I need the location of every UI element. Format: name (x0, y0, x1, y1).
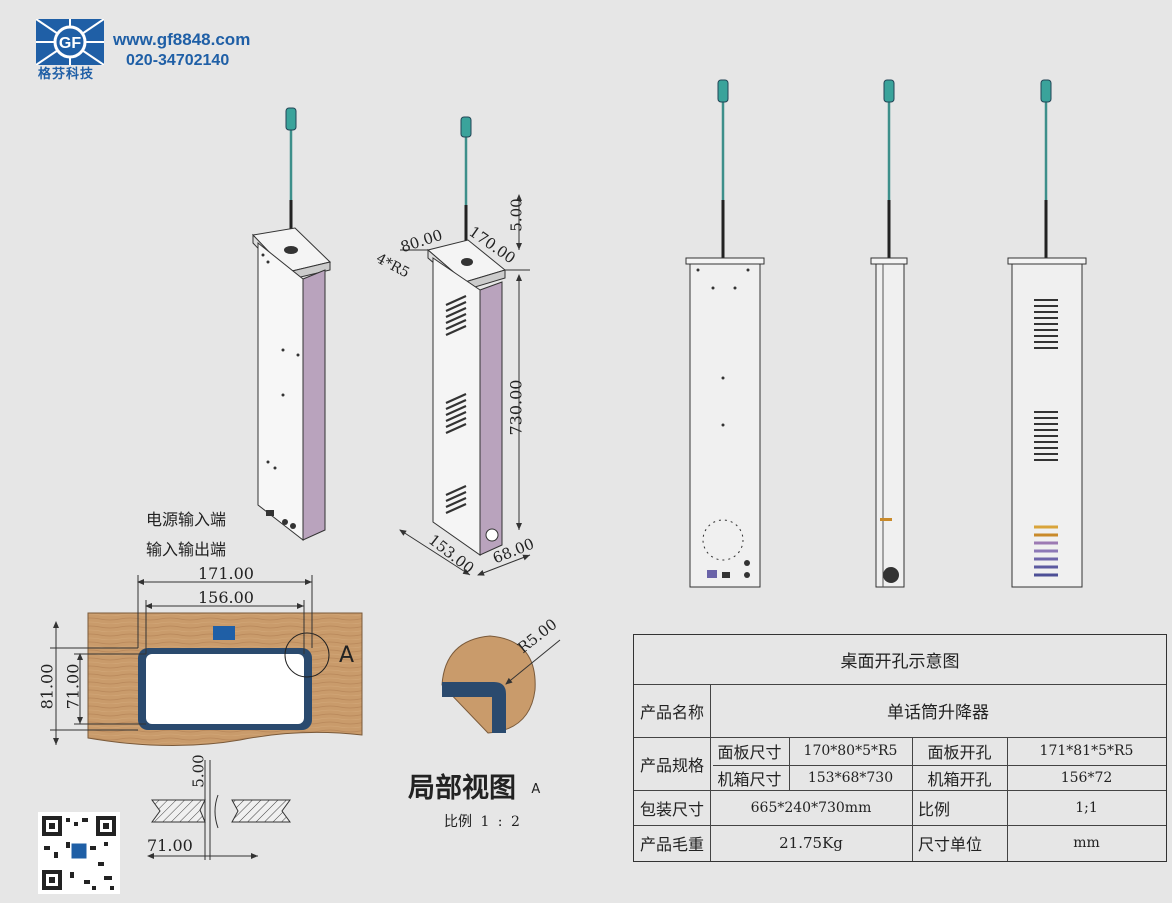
detail-view-a (441, 635, 561, 734)
weight-label: 产品毛重 (639, 835, 704, 854)
title-block-table: 桌面开孔示意图 产品名称 单话筒升降器 产品规格 面板尺寸 170*80*5*R… (633, 634, 1167, 862)
ratio-value: 1;1 (1075, 799, 1098, 816)
ratio-label: 比例 (918, 799, 951, 819)
detail-view-title-text: 局部视图 (408, 773, 516, 804)
detail-scale: 比例 1 : 2 (444, 814, 520, 830)
product-name-value: 单话筒升降器 (887, 703, 989, 723)
svg-text:GF: GF (59, 35, 81, 52)
dim-section-71: 71.00 (147, 836, 193, 855)
dim-section-5: 5.00 (189, 754, 208, 788)
side-view (870, 79, 908, 588)
section-view (147, 760, 291, 860)
dim-cut-171: 171.00 (198, 564, 254, 583)
callout-a: A (339, 643, 355, 668)
pack-label: 包装尺寸 (639, 799, 704, 819)
unit-label: 尺寸单位 (918, 835, 983, 854)
dim-cut-156: 156.00 (198, 588, 254, 607)
panel-size-value: 170*80*5*R5 (803, 743, 898, 759)
label-io-port: 输入输出端 (146, 540, 227, 559)
front-view (685, 79, 765, 588)
detail-view-letter: A (531, 782, 541, 797)
qr-code (38, 812, 120, 894)
box-size-label: 机箱尺寸 (717, 769, 782, 789)
box-cut-label: 机箱开孔 (927, 769, 992, 789)
brand-website: www.gf8848.com (113, 30, 251, 49)
back-view (1007, 79, 1087, 588)
product-name-label: 产品名称 (639, 702, 704, 722)
box-size-value: 153*68*730 (807, 769, 894, 786)
desk-cutout-view (50, 575, 363, 747)
panel-size-label: 面板尺寸 (717, 743, 782, 762)
brand-name: 格芬科技 (38, 67, 95, 82)
weight-value: 21.75Kg (779, 834, 843, 852)
iso-view-right (399, 116, 531, 576)
brand-phone: 020-34702140 (126, 52, 230, 69)
dim-thickness-5: 5.00 (507, 198, 526, 232)
dim-height-730: 730.00 (506, 379, 526, 436)
panel-cut-label: 面板开孔 (927, 743, 992, 762)
desk-logo-icon (213, 626, 235, 640)
mic-head-icon (285, 107, 297, 131)
panel-cut-value: 171*81*5*R5 (1039, 743, 1134, 759)
spec-label: 产品规格 (639, 755, 704, 775)
dim-cut-81: 81.00 (37, 663, 57, 710)
brand-logo: GF (36, 19, 104, 65)
pack-value: 665*240*730mm (750, 799, 872, 816)
unit-value: mm (1073, 835, 1100, 851)
table-title: 桌面开孔示意图 (840, 652, 960, 672)
iso-view-left (251, 107, 332, 542)
dim-cut-71: 71.00 (63, 663, 83, 710)
box-cut-value: 156*72 (1060, 769, 1113, 786)
label-power-input: 电源输入端 (146, 510, 227, 529)
detail-view-title: 局部视图 A (408, 766, 540, 805)
